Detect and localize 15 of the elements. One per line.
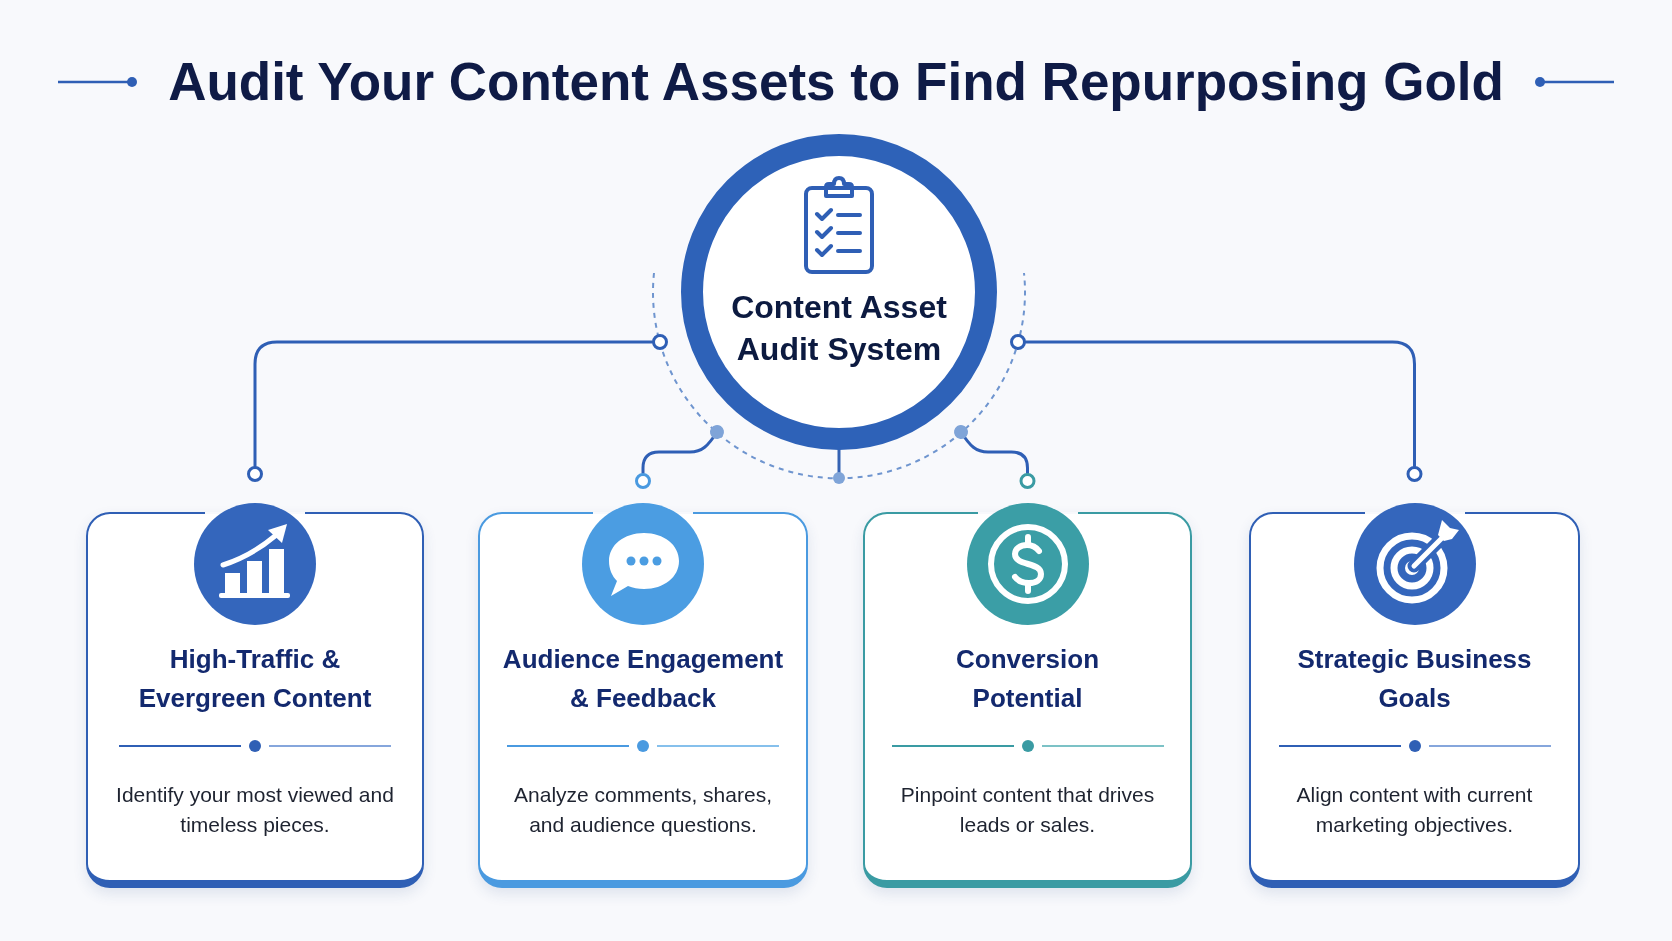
- card-title: Audience Engagement & Feedback: [501, 643, 785, 715]
- connector-line: [247, 334, 668, 482]
- card-description: Identify your most viewed and timeless pieces.: [115, 782, 395, 838]
- card-title: Conversion Potential: [955, 643, 1100, 715]
- connector-line: [954, 425, 1036, 489]
- card-description: Pinpoint content that drives leads or sales.: [899, 782, 1156, 838]
- card-title: High-Traffic & Evergreen Content: [137, 643, 373, 715]
- connector-line: [635, 425, 724, 489]
- page-title: Audit Your Content Assets to Find Repurposing Gold: [168, 51, 1504, 113]
- hub-circle: [650, 134, 1028, 486]
- card-description: Align content with current marketing objectives.: [1295, 782, 1534, 838]
- connector-line: [1010, 334, 1423, 482]
- hub-title: Content Asset Audit System: [730, 288, 948, 369]
- card-description: Analyze comments, shares, and audience questions.: [513, 782, 773, 838]
- card-title: Strategic Business Goals: [1296, 643, 1533, 715]
